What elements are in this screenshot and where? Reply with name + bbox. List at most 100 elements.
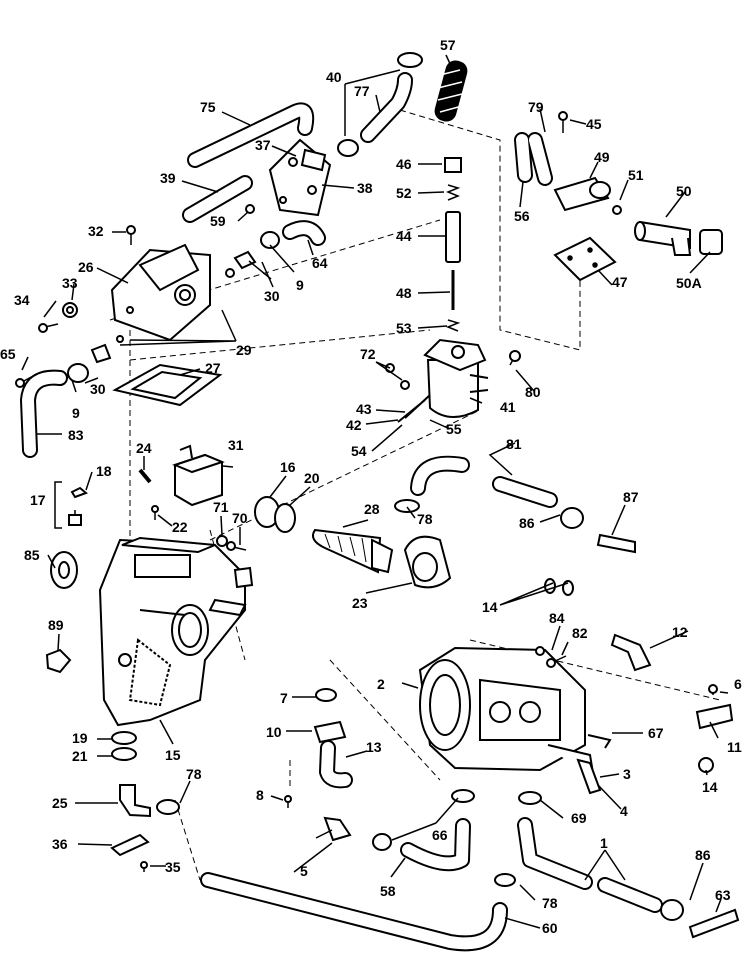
label-50A: 50A [676, 275, 702, 291]
label-53: 53 [396, 320, 412, 336]
label-66: 66 [432, 827, 448, 843]
label-17: 17 [30, 492, 46, 508]
label-82: 82 [572, 625, 588, 641]
hose-64 [282, 220, 326, 246]
label-35: 35 [165, 859, 181, 875]
leader-lines [21, 54, 729, 929]
fuel-pump-37-38 [268, 138, 332, 217]
hose-60 [200, 872, 508, 952]
label-63: 63 [715, 887, 731, 903]
label-18: 18 [96, 463, 112, 479]
label-78-mid: 78 [417, 511, 433, 527]
label-13: 13 [366, 739, 382, 755]
label-39: 39 [160, 170, 176, 186]
label-72: 72 [360, 346, 376, 362]
elbow-12 [610, 633, 652, 672]
fittings [45, 250, 740, 939]
label-77: 77 [354, 83, 370, 99]
fitting-50 [634, 220, 723, 256]
hose-83 [20, 369, 68, 458]
label-86-mid: 86 [519, 515, 535, 531]
label-42: 42 [346, 417, 362, 433]
label-41: 41 [500, 399, 516, 415]
label-64: 64 [312, 255, 328, 271]
label-36: 36 [52, 836, 68, 852]
hose-39 [182, 175, 253, 223]
label-4: 4 [620, 803, 628, 819]
label-33: 33 [62, 275, 78, 291]
pump-assembly-2 [418, 646, 596, 786]
label-7: 7 [280, 690, 288, 706]
label-47: 47 [612, 274, 628, 290]
label-38: 38 [357, 180, 373, 196]
solenoid-31 [172, 444, 225, 507]
label-43: 43 [356, 401, 372, 417]
label-31: 31 [228, 437, 244, 453]
label-30: 30 [90, 381, 106, 397]
label-58: 58 [380, 883, 396, 899]
label-15: 15 [165, 747, 181, 763]
pin-24 [138, 468, 152, 484]
hose-58 [400, 818, 471, 872]
label-10: 10 [266, 724, 282, 740]
clamps [67, 52, 684, 921]
float-chamber-41 [423, 338, 489, 418]
label-12: 12 [672, 624, 688, 640]
label-34: 34 [14, 292, 30, 308]
label-79: 79 [528, 99, 544, 115]
label-59: 59 [210, 213, 226, 229]
label-24: 24 [136, 440, 152, 456]
label-78-left: 78 [186, 766, 202, 782]
label-26: 26 [78, 259, 94, 275]
cap-23 [403, 535, 452, 589]
label-40: 40 [326, 69, 342, 85]
label-25: 25 [52, 795, 68, 811]
label-69: 69 [571, 810, 587, 826]
label-50: 50 [676, 183, 692, 199]
label-28: 28 [364, 501, 380, 517]
label-49: 49 [594, 149, 610, 165]
label-75: 75 [200, 99, 216, 115]
label-52: 52 [396, 185, 412, 201]
hose-1 [517, 817, 663, 913]
hose-13 [319, 740, 353, 789]
label-11: 11 [727, 739, 742, 755]
callout-labels: 57 40 77 75 79 45 37 46 49 39 38 51 52 5… [0, 37, 742, 936]
hose-81 [410, 455, 558, 508]
label-45: 45 [586, 116, 602, 132]
label-30-top: 30 [264, 288, 280, 304]
label-16: 16 [280, 459, 296, 475]
label-14-right: 14 [702, 779, 718, 795]
label-70: 70 [232, 510, 248, 526]
label-27: 27 [205, 360, 221, 376]
label-20: 20 [304, 470, 320, 486]
label-80: 80 [525, 384, 541, 400]
label-37: 37 [255, 137, 271, 153]
label-46: 46 [396, 156, 412, 172]
valve-parts [444, 157, 462, 332]
hose-75 [187, 102, 315, 168]
label-21: 21 [72, 748, 88, 764]
label-9-top: 9 [296, 277, 304, 293]
label-29: 29 [236, 342, 252, 358]
label-14-mid: 14 [482, 599, 498, 615]
label-44: 44 [396, 228, 412, 244]
label-6: 6 [734, 676, 742, 692]
label-3: 3 [623, 766, 631, 782]
label-67: 67 [648, 725, 664, 741]
plate-47 [553, 236, 617, 282]
label-56: 56 [514, 208, 530, 224]
label-84: 84 [549, 610, 565, 626]
block-26 [110, 243, 211, 342]
label-8: 8 [256, 787, 264, 803]
filter-28 [312, 528, 394, 574]
hose-56 [514, 132, 553, 186]
label-89: 89 [48, 617, 64, 633]
label-2: 2 [377, 676, 385, 692]
label-86-bottom: 86 [695, 847, 711, 863]
label-71: 71 [213, 499, 229, 515]
label-51: 51 [628, 167, 644, 183]
label-5: 5 [300, 863, 308, 879]
